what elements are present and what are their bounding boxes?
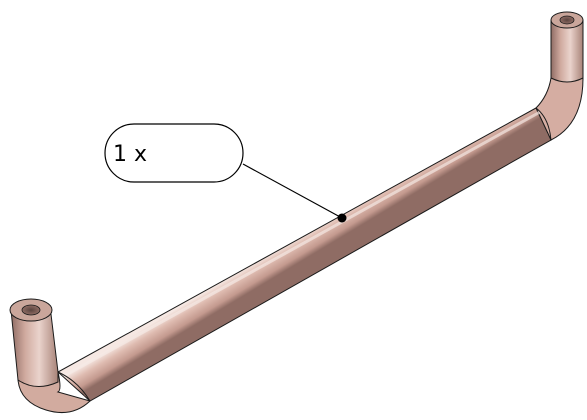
callout: 1 x (104, 123, 347, 223)
leader-line (242, 163, 343, 219)
left-post (9, 298, 59, 387)
callout-text: 1 x (113, 142, 147, 167)
leader-dot (337, 213, 347, 223)
right-post (550, 11, 584, 87)
rod-highlight (65, 110, 541, 377)
tubular-handle-icon (9, 11, 584, 413)
rod-shadow (83, 133, 549, 397)
callout-bubble (104, 123, 244, 183)
